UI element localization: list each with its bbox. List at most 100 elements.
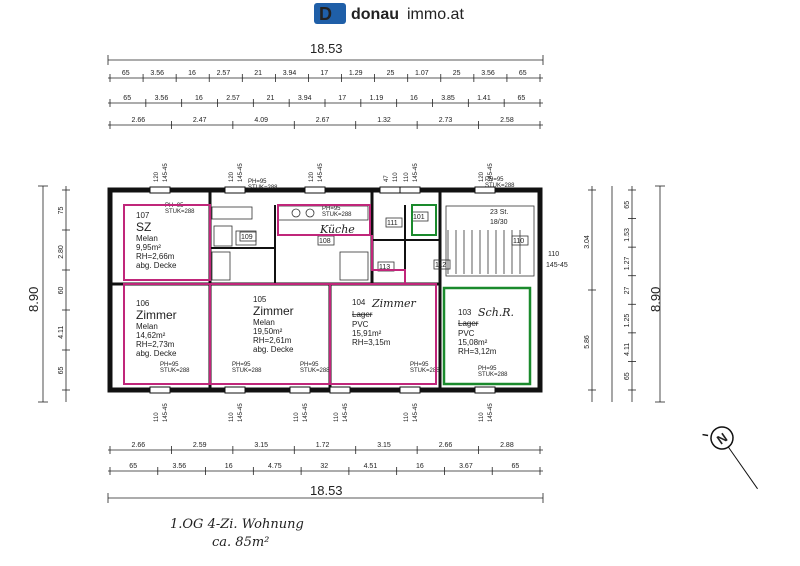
room-height: RH=2,61m — [253, 336, 292, 345]
window-width: 110 — [334, 412, 340, 422]
window-width: 110 — [479, 412, 485, 422]
dim-top-row2-value: 2.57 — [226, 95, 240, 102]
dim-bottom-row2-value: 4.51 — [364, 463, 378, 470]
dim-bottom-row1-value: 2.66 — [439, 442, 453, 449]
room-name: Lager — [458, 319, 479, 328]
room-name: Zimmer — [253, 304, 294, 318]
window-height: 145-45 — [413, 163, 419, 182]
room-104: 104 Zimmer Lager PVC 15,91m² RH=3,15m — [352, 297, 417, 347]
small-room-tags: 109 108 111 112 113 110 101 — [239, 211, 529, 272]
dim-right-b-value: 4.11 — [624, 343, 631, 356]
window-width: 110 — [154, 412, 160, 422]
window-width: 110 — [294, 412, 300, 422]
dim-top-row3-value: 2.73 — [439, 117, 453, 124]
brand-name-suffix: immo.at — [407, 6, 464, 23]
dim-right-b-value: 65 — [624, 372, 631, 380]
room-107: 107 SZ Melan 9,95m² RH=2,66m abg. Decke — [136, 211, 177, 270]
dim-top-row2-value: 3.94 — [298, 95, 312, 102]
dim-top-row1-value: 21 — [254, 70, 262, 77]
parapet-label: PH=95 — [232, 362, 251, 368]
dim-left-value: 4.11 — [58, 326, 65, 339]
compass-circle — [710, 426, 734, 450]
dim-top-row2-value: 16 — [410, 95, 418, 102]
dim-top-row1-value: 1.29 — [349, 70, 363, 77]
dim-top-row3-value: 1.32 — [377, 117, 391, 124]
room-106: 106 Zimmer Melan 14,62m² RH=2,73m abg. D… — [136, 299, 177, 358]
room-ceiling: abg. Decke — [136, 261, 177, 270]
window — [329, 386, 351, 394]
dim-right-b-value: 1.25 — [624, 314, 631, 328]
dim-top-row1-value: 3.94 — [283, 70, 297, 77]
lintel-label: STUK=288 — [322, 212, 352, 218]
tag-109: 109 — [241, 234, 253, 241]
room-number: 106 — [136, 299, 150, 308]
note-line-2: ca. 85m² — [212, 535, 269, 550]
lintel-label: STUK=288 — [410, 368, 440, 374]
dim-bottom-row1-value: 1.72 — [316, 442, 330, 449]
dim-top-row2-value: 1.41 — [477, 95, 491, 102]
dim-bottom-row2-value: 4.75 — [268, 463, 282, 470]
dim-top-row1-value: 25 — [387, 70, 395, 77]
dim-bottom-row2-value: 16 — [225, 463, 233, 470]
window-height: 145-45 — [163, 403, 169, 422]
window — [399, 186, 421, 194]
note-line-1: 1.OG 4-Zi. Wohnung — [170, 517, 304, 532]
window-width: 120 — [479, 171, 485, 182]
lintel-label: STUK=288 — [165, 209, 195, 215]
window-width: 120 — [229, 171, 235, 182]
dim-top-row1-value: 65 — [519, 70, 527, 77]
dim-bottom-row1-value: 2.66 — [132, 442, 146, 449]
room-area: 14,62m² — [136, 331, 166, 340]
room-height: RH=2,66m — [136, 252, 175, 261]
room-height: RH=2,73m — [136, 340, 175, 349]
dim-top-row3-value: 4.09 — [254, 117, 268, 124]
dim-top-row1-value: 3.56 — [481, 70, 495, 77]
dim-top-row2-value: 65 — [123, 95, 131, 102]
window-height: 145-45 — [238, 403, 244, 422]
room-height: RH=3,12m — [458, 347, 497, 356]
room-area: 15,91m² — [352, 329, 382, 338]
window-height: 145-45 — [488, 403, 494, 422]
dim-right-b-value: 27 — [624, 287, 631, 295]
window — [474, 386, 496, 394]
window-height: 145-45 — [413, 403, 419, 422]
room-floor: PVC — [352, 320, 369, 329]
north-arrow: N — [702, 426, 758, 490]
window-width: 110 — [229, 412, 235, 422]
window-height: 145-45 — [303, 403, 309, 422]
parapet-label: PH=95 — [410, 362, 429, 368]
room-highlights — [123, 204, 532, 386]
dim-bottom-row1-value: 2.59 — [193, 442, 207, 449]
window-width: 47 — [384, 175, 390, 182]
dim-bottom-row1-value: 2.88 — [500, 442, 514, 449]
window-height: 145-45 — [238, 163, 244, 182]
room-ceiling: abg. Decke — [253, 345, 294, 354]
window-width: 120 — [309, 171, 315, 182]
dim-top-row2-value: 16 — [195, 95, 203, 102]
room-105: 105 Zimmer Melan 19,50m² RH=2,61m abg. D… — [253, 295, 294, 354]
room-area: 19,50m² — [253, 327, 283, 336]
window-width: 110 — [404, 172, 410, 182]
dim-bottom-row2-value: 3.56 — [173, 463, 187, 470]
dim-top-total: 18.53 — [310, 41, 343, 56]
room-handwritten-name: Zimmer — [371, 297, 417, 310]
brand-name-prefix: donau — [351, 6, 399, 23]
brand-logo: D donau immo.at — [314, 3, 464, 24]
window — [149, 186, 171, 194]
window — [474, 186, 496, 194]
dim-top-row2-value: 1.19 — [370, 95, 384, 102]
window — [399, 386, 421, 394]
room-number: 104 — [352, 298, 366, 307]
room-number: 107 — [136, 211, 150, 220]
room-floor: Melan — [136, 322, 158, 331]
lintel-label: STUK=288 — [248, 185, 278, 191]
dim-bottom-row2-value: 32 — [320, 463, 328, 470]
parapet-label: PH=95 — [322, 206, 341, 212]
window-width: 110 — [404, 412, 410, 422]
window-width: 120 — [154, 171, 160, 182]
